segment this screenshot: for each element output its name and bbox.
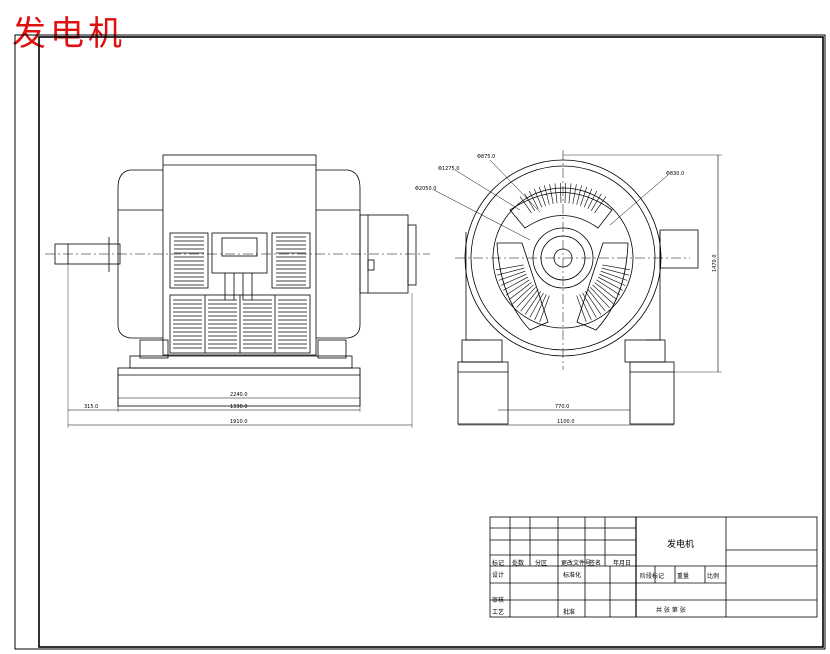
side-foot-right	[624, 339, 666, 363]
dim-d2: Φ1275.0	[438, 166, 459, 172]
front-view	[45, 154, 430, 428]
dim-front-base: 1330.0	[230, 404, 248, 410]
stator-slot	[560, 183, 562, 204]
stator-slot	[579, 294, 592, 320]
inner-frame	[38, 36, 824, 648]
stator-slot	[549, 184, 554, 204]
tb-sheet: 共 张 第 张	[656, 606, 686, 614]
dim-d3: Φ875.0	[477, 154, 495, 160]
tb-r1-c4: 更改文件号	[561, 559, 591, 567]
tb-weight: 重量	[677, 572, 689, 580]
terminal-box	[211, 232, 268, 274]
title-block-name: 发电机	[667, 538, 694, 550]
dim-d4: Φ830.0	[666, 171, 684, 177]
stator-slot	[564, 183, 566, 204]
left-foot	[139, 339, 169, 359]
stator-slot	[594, 196, 607, 214]
tb-r1-c1: 标记	[492, 559, 504, 567]
stator-segment-left	[496, 242, 549, 331]
stator-slot	[498, 270, 526, 281]
stator-slot	[587, 289, 606, 312]
stator-slot	[576, 295, 587, 323]
tb-r1-c5: 签名	[589, 559, 601, 567]
stator-slot	[601, 267, 629, 276]
stator-slot	[512, 284, 534, 304]
side-foundation-right	[629, 361, 675, 425]
stator-slot	[505, 279, 530, 296]
drawing-title: 发电机	[12, 14, 126, 54]
stator-slot	[583, 188, 593, 208]
stator-slot	[598, 276, 623, 291]
stator-slot	[533, 188, 543, 208]
stator-slot	[520, 289, 539, 312]
stator-slot	[592, 284, 614, 304]
dim-front-shaft: 315.0	[84, 404, 98, 410]
vent-slats	[173, 236, 307, 349]
stator-slot	[528, 190, 539, 210]
stator-slot	[519, 196, 532, 214]
tb-r3-c1: 审核	[492, 596, 504, 604]
housing-body	[162, 154, 317, 356]
dim-side-height: 1470.0	[712, 255, 718, 273]
side-box	[659, 229, 699, 269]
title-block	[489, 516, 818, 618]
tb-r1-c6: 年月日	[613, 559, 631, 567]
stator-slot	[576, 185, 582, 205]
stator-slot	[509, 282, 532, 300]
stator-slot	[497, 267, 525, 276]
stator-slot	[539, 295, 550, 323]
dim-front-inner: 2240.0	[230, 392, 248, 398]
dim-front-total: 1910.0	[230, 419, 248, 425]
stator-slot	[572, 184, 577, 204]
stator-segment-top	[509, 192, 613, 229]
stator-slots	[495, 183, 631, 323]
stator-slot	[587, 190, 598, 210]
stator-slot	[503, 276, 528, 291]
tb-stage: 阶段标记	[640, 572, 664, 580]
stator-slot	[585, 291, 602, 315]
stator-slot	[500, 273, 527, 286]
outer-frame	[14, 34, 826, 650]
stator-slot	[554, 183, 558, 204]
stator-slot	[516, 287, 536, 308]
stator-slot	[529, 292, 544, 318]
tb-r4-c1: 工艺	[492, 608, 504, 616]
stator-slot	[596, 279, 621, 296]
vent-panel-left	[169, 232, 209, 289]
tb-r1-c3: 分区	[535, 559, 547, 567]
tb-scale: 比例	[707, 572, 719, 580]
dim-d1: Φ2050.0	[415, 186, 436, 192]
tb-r4-c4: 批准	[563, 608, 575, 616]
tb-r1-c2: 处数	[512, 559, 524, 567]
stator-slot	[590, 287, 610, 308]
stator-slot	[538, 186, 546, 206]
vent-panel-right	[271, 232, 311, 289]
side-foot-left	[461, 339, 503, 363]
stator-slot	[594, 282, 617, 300]
stator-slot	[495, 264, 524, 271]
left-end-bell	[117, 169, 163, 339]
tb-r2-c4: 标准化	[563, 571, 581, 579]
stator-slot	[599, 273, 626, 286]
stator-slot	[602, 264, 631, 271]
stator-slot	[580, 186, 588, 206]
dim-side-total: 1100.0	[557, 419, 575, 425]
stator-slot	[568, 183, 572, 204]
side-foundation-left	[457, 361, 509, 425]
foundation	[117, 367, 361, 407]
side-view	[433, 150, 722, 426]
tb-r2-c1: 设计	[492, 571, 504, 579]
stator-slot	[524, 193, 536, 211]
stator-slot	[582, 292, 597, 318]
dim-side-base: 770.0	[555, 404, 569, 410]
stator-segment-right	[576, 242, 629, 331]
right-foot	[317, 339, 347, 359]
stator-slot	[544, 185, 550, 205]
stator-slot	[534, 294, 547, 320]
stator-slot	[600, 270, 628, 281]
stator-slot	[524, 291, 541, 315]
stator-slot	[590, 193, 602, 211]
